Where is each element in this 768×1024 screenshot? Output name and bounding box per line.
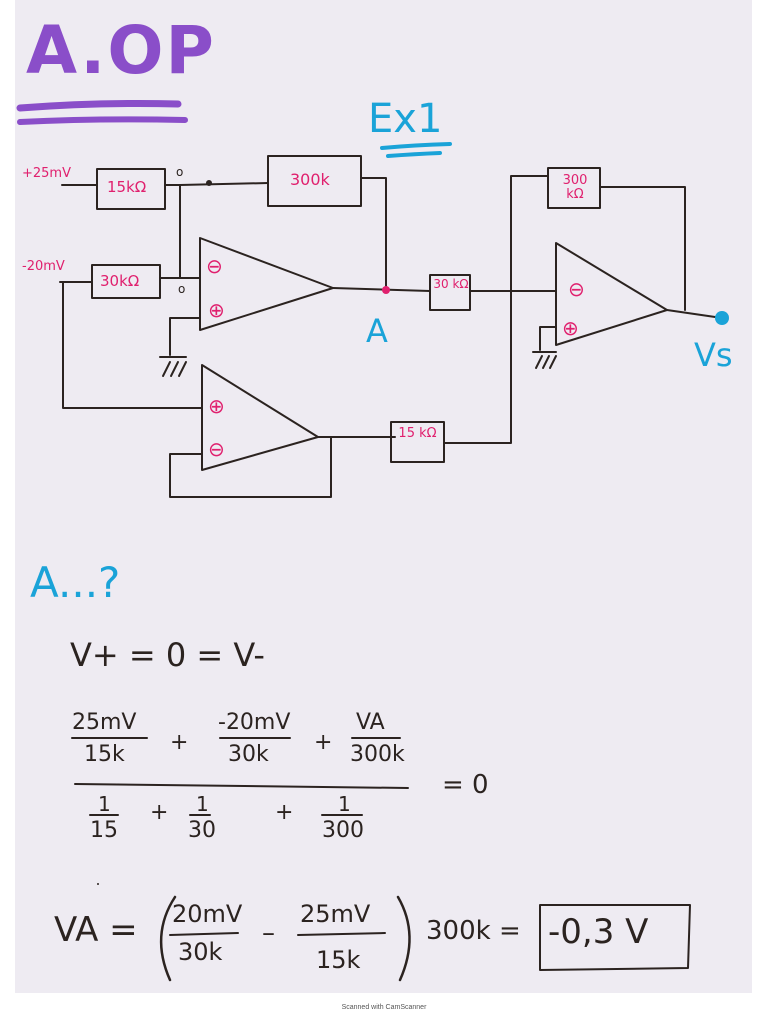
dfrac1-num: 1 [98, 792, 111, 816]
resistor-right-label: 300 kΩ [562, 173, 588, 202]
ffrac2-den: 15k [316, 946, 361, 974]
exercise-label: Ex1 [368, 96, 443, 142]
opamp1-plus: ⊕ [208, 298, 225, 322]
dfrac2-num: 1 [196, 792, 209, 816]
frac1-den: 15k [84, 742, 125, 767]
frac3-num: VA [356, 710, 385, 735]
node-a-label: A [366, 312, 388, 350]
node-o-top: o [176, 165, 184, 179]
opamp3-plus: ⊕ [562, 316, 579, 340]
minus-sign: – [262, 918, 275, 948]
ffrac2-num: 25mV [300, 900, 371, 928]
input-bottom-label: -20mV [22, 259, 65, 274]
dfrac2-den: 30 [188, 818, 216, 843]
dfrac3-num: 1 [338, 792, 351, 816]
equals-zero: = 0 [442, 770, 489, 800]
input-top-label: +25mV [22, 166, 71, 181]
resistor-15k-label: 15kΩ [107, 178, 147, 196]
junction-dot-a [382, 286, 390, 294]
plus-sign-2: + [314, 730, 333, 755]
opamp3-minus: ⊖ [568, 277, 585, 301]
dfrac3-den: 300 [322, 818, 364, 843]
opamp1-minus: ⊖ [206, 254, 223, 278]
question-label: A...? [30, 558, 121, 607]
resistor-30k-label: 30kΩ [100, 272, 140, 290]
page-title: A.OP [26, 12, 216, 89]
ffrac1-num: 20mV [172, 900, 243, 928]
frac3-den: 300k [350, 742, 405, 767]
frac1-num: 25mV [72, 710, 137, 735]
resistor-lower-label: 15 kΩ [398, 426, 437, 441]
junction-dot [206, 180, 212, 186]
plus-sign-1: + [170, 730, 189, 755]
opamp2-plus: ⊕ [208, 394, 225, 418]
resistor-mid-label: 30 kΩ [433, 277, 469, 291]
va-lhs: VA = [54, 910, 138, 950]
frac2-den: 30k [228, 742, 269, 767]
result-value: -0,3 V [548, 912, 649, 952]
plus-sign-4: + [275, 800, 294, 825]
node-o-bottom: o [178, 282, 186, 296]
output-label: Vs [694, 336, 733, 374]
frac2-num: -20mV [218, 710, 291, 735]
resistor-300k-label: 300k [290, 170, 330, 189]
times-300k: 300k = [426, 916, 521, 946]
output-terminal [715, 311, 729, 325]
equation-vplus: V+ = 0 = V- [70, 636, 265, 674]
opamp2-minus: ⊖ [208, 437, 225, 461]
scanner-footer: Scanned with CamScanner [341, 1004, 427, 1011]
paper-sheet [15, 0, 752, 993]
plus-sign-3: + [150, 800, 169, 825]
dfrac1-den: 15 [90, 818, 118, 843]
ffrac1-den: 30k [178, 938, 223, 966]
